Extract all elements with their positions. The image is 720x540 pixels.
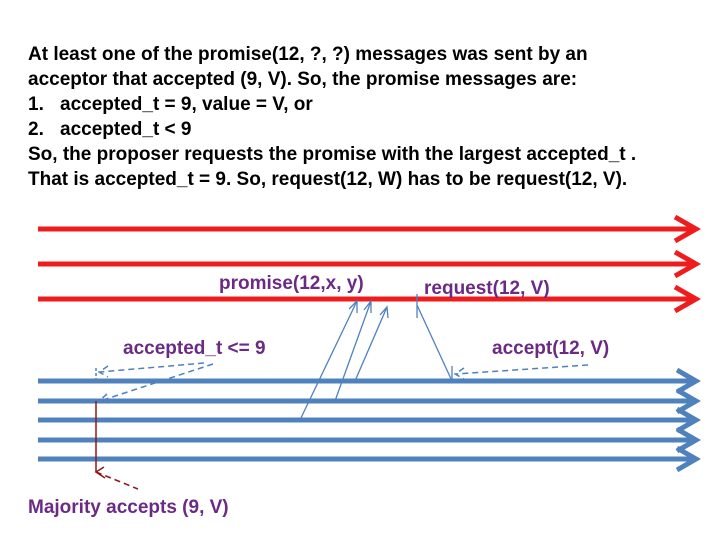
majority-marker bbox=[94, 401, 139, 490]
list-item-1: 1. accepted_t = 9, value = V, or bbox=[28, 92, 636, 117]
promise-arrowhead-2 bbox=[363, 299, 372, 313]
promise-message-1 bbox=[299, 300, 358, 421]
acceptor-arrowhead-2 bbox=[675, 387, 701, 415]
promise-arrowhead-1 bbox=[348, 299, 358, 313]
accepted-pointer-2-head bbox=[97, 393, 110, 404]
majority-dashed-pointer bbox=[95, 471, 139, 490]
list-number-1: 1. bbox=[28, 94, 44, 115]
list-text-2: accepted_t < 9 bbox=[60, 119, 192, 140]
request-message-line bbox=[416, 304, 453, 382]
acceptor-arrowhead-4 bbox=[675, 426, 701, 454]
text-line-1: At least one of the promise(12, ?, ?) me… bbox=[28, 44, 588, 65]
accepted-pointer-1-head bbox=[97, 365, 109, 378]
majority-label: Majority accepts (9, V) bbox=[28, 497, 229, 518]
accept-label: accept(12, V) bbox=[492, 338, 610, 359]
accept-pointer bbox=[455, 364, 589, 375]
acceptor-arrowhead-5 bbox=[675, 445, 701, 473]
proposer-arrowhead-1 bbox=[673, 214, 702, 244]
acceptor-timelines bbox=[38, 367, 701, 473]
request-label: request(12, V) bbox=[424, 278, 550, 299]
accept-pointer-head bbox=[453, 367, 465, 380]
promise-arrowhead-3 bbox=[379, 305, 389, 319]
explanation-text: At least one of the promise(12, ?, ?) me… bbox=[28, 42, 636, 192]
proposer-timelines bbox=[38, 214, 702, 314]
promise-label: promise(12,x, y) bbox=[219, 273, 364, 294]
list-number-2: 2. bbox=[28, 119, 44, 140]
promise-messages bbox=[299, 299, 389, 421]
acceptor-arrowhead-1 bbox=[675, 367, 701, 395]
accepted-le-label: accepted_t <= 9 bbox=[123, 338, 266, 359]
proposer-arrowhead-2 bbox=[673, 249, 702, 279]
majority-pointer-head bbox=[94, 466, 106, 479]
text-line-5: So, the proposer requests the promise wi… bbox=[28, 144, 637, 165]
accepted-pointer-1 bbox=[99, 362, 205, 373]
promise-message-2 bbox=[334, 300, 372, 402]
text-line-2: acceptor that accepted (9, V). So, the p… bbox=[28, 69, 578, 90]
proposer-arrowhead-3 bbox=[673, 284, 702, 314]
text-line-6: That is accepted_t = 9. So, request(12, … bbox=[28, 169, 628, 190]
acceptor-arrowhead-3 bbox=[675, 406, 701, 434]
list-text-1: accepted_t = 9, value = V, or bbox=[60, 94, 313, 115]
list-item-2: 2. accepted_t < 9 bbox=[28, 117, 636, 142]
promise-message-3 bbox=[354, 306, 388, 382]
request-message bbox=[416, 294, 453, 382]
dashed-pointers bbox=[95, 362, 589, 404]
